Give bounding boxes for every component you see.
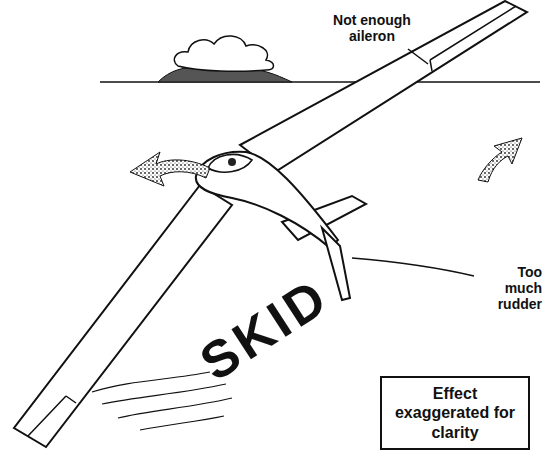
- note-text: Effect exaggerated for clarity: [390, 384, 520, 442]
- yaw-arrow: [130, 152, 210, 186]
- cloud: [174, 36, 273, 71]
- callout-label: Too much rudder: [478, 264, 542, 312]
- upper-aileron: [430, 6, 516, 71]
- fuselage: [196, 152, 338, 248]
- upper-wing: [240, 1, 527, 172]
- pilot: [228, 158, 236, 166]
- yaw-arrow: [478, 138, 522, 182]
- leader-line: [352, 258, 474, 276]
- lower-aileron: [28, 396, 76, 436]
- leader-line: [408, 49, 428, 64]
- lower-wing: [14, 185, 232, 447]
- note-box: Effect exaggerated for clarity: [380, 376, 530, 450]
- motion-label: SKID: [177, 259, 352, 402]
- callout-label: Not enough aileron: [326, 12, 418, 44]
- canopy: [208, 154, 252, 172]
